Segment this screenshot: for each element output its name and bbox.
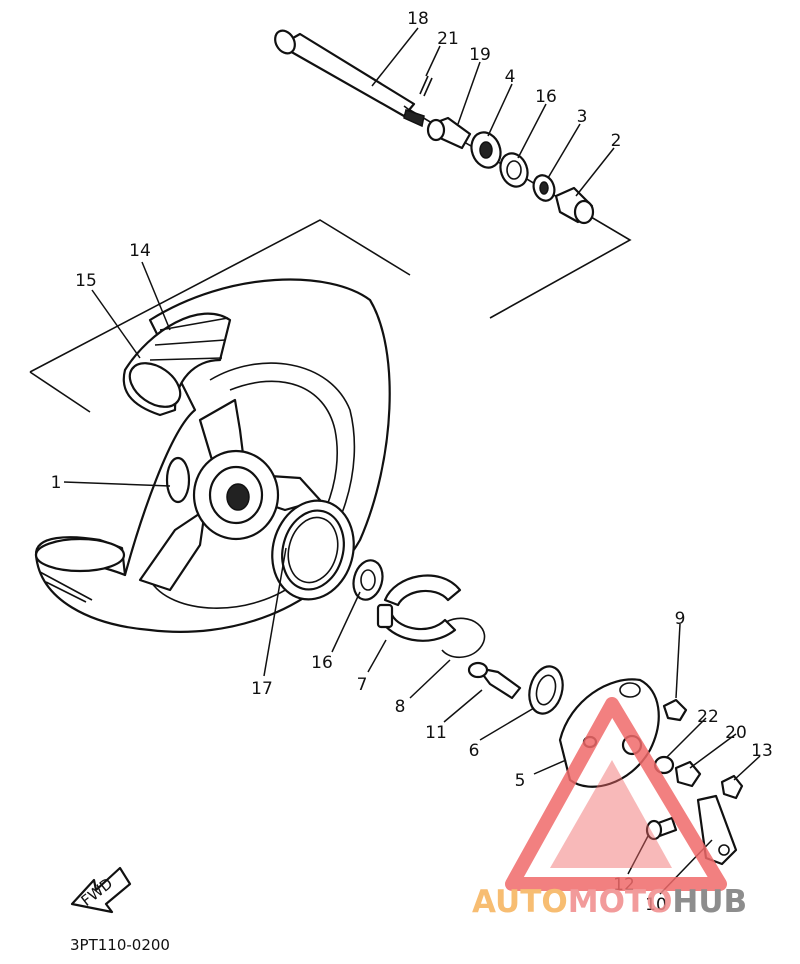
callout-13: 13: [751, 741, 773, 761]
callout-16-top: 16: [535, 87, 557, 107]
callout-14: 14: [129, 241, 151, 261]
part-code: 3PT110-0200: [70, 936, 170, 954]
svg-text:AUTOMOTOHUB: AUTOMOTOHUB: [472, 884, 747, 920]
callout-19: 19: [469, 45, 491, 65]
callout-2: 2: [611, 131, 622, 151]
callout-8: 8: [395, 697, 406, 717]
watermark-hub: HUB: [672, 884, 747, 920]
watermark-auto: AUTO: [472, 884, 568, 920]
wheel-assembly: [29, 219, 411, 633]
callout-21: 21: [437, 29, 459, 49]
callout-4: 4: [505, 67, 516, 87]
callout-16-lower: 16: [311, 653, 333, 673]
callout-20: 20: [725, 723, 747, 743]
leader-lines: [63, 27, 761, 895]
watermark-moto: MOTO: [568, 884, 673, 920]
callout-22: 22: [697, 707, 719, 727]
callout-3: 3: [577, 107, 588, 127]
callout-10: 10: [645, 895, 667, 915]
callout-1: 1: [51, 473, 62, 493]
callout-labels: 18 21 19 4 16 3 2 14 15 1 16 17 7 8 11 6…: [51, 9, 773, 915]
forward-arrow: FWD: [70, 866, 132, 914]
callout-15: 15: [75, 271, 97, 291]
callout-17: 17: [251, 679, 273, 699]
axle-assembly: [274, 29, 632, 319]
callout-5: 5: [515, 771, 526, 791]
callout-6: 6: [469, 741, 480, 761]
callout-9: 9: [675, 609, 686, 629]
callout-7: 7: [357, 675, 368, 695]
callout-11: 11: [425, 723, 447, 743]
watermark-logo: AUTOMOTOHUB: [472, 697, 747, 920]
callout-18: 18: [407, 9, 429, 29]
